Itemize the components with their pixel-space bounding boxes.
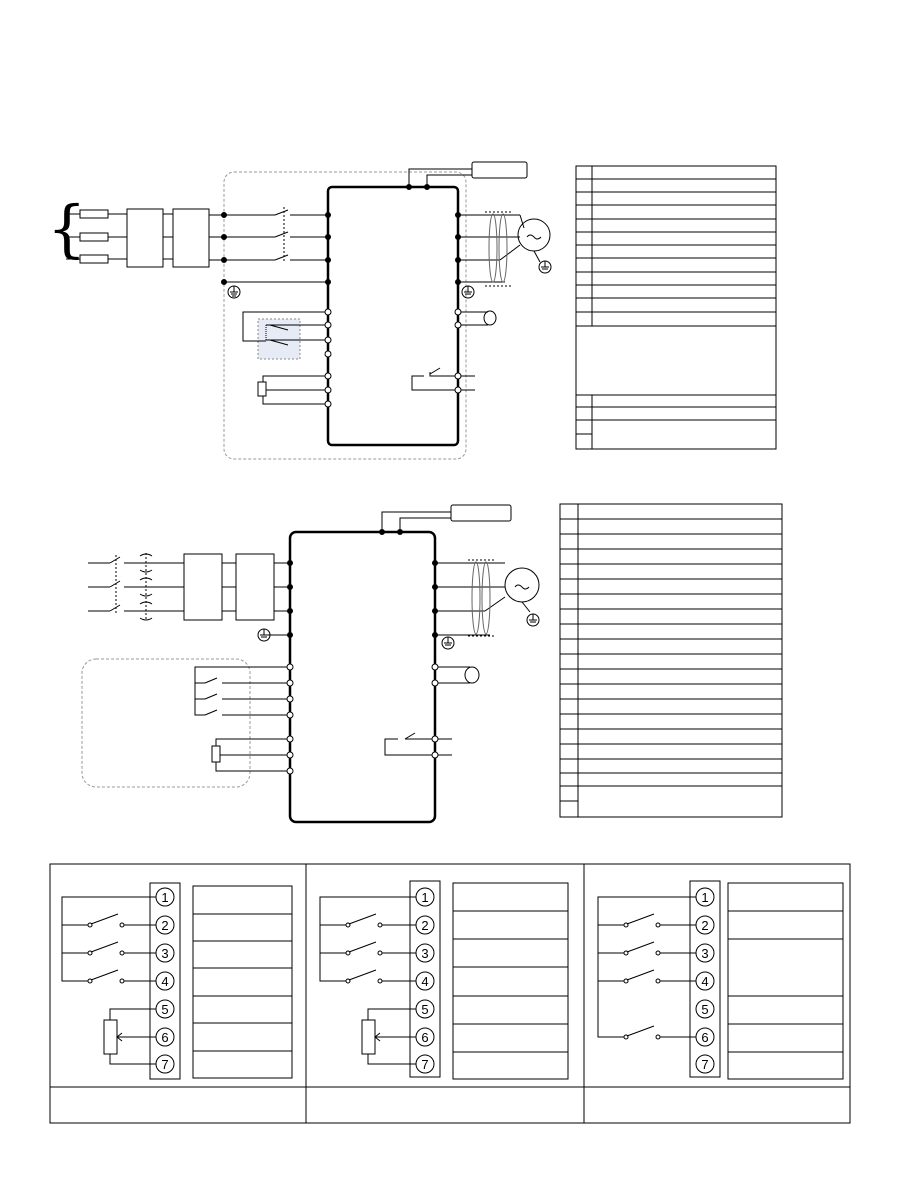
- top-ground-symbol-left: [227, 285, 241, 299]
- middle-drive-body: [288, 530, 437, 824]
- panel-3-terminal-2: 2: [701, 918, 708, 933]
- top-right-output-loop: [454, 308, 497, 329]
- top-motor-output: [455, 211, 552, 299]
- top-ground-symbol-drive: [461, 285, 475, 299]
- bottom-panel-1: [61, 882, 293, 1080]
- top-box-2: [172, 208, 210, 268]
- bottom-panel-2-numbers: 1 2 3 4 5 6 7: [421, 890, 428, 1072]
- middle-legend-table: [559, 503, 783, 818]
- top-motor-icon: [517, 218, 551, 252]
- panel-2-terminal-3: 3: [421, 946, 428, 961]
- bottom-panel-3: [597, 880, 844, 1080]
- bottom-panel-2: [319, 880, 569, 1080]
- middle-ground-symbol-left: [257, 628, 271, 642]
- panel-1-terminal-7: 7: [161, 1057, 168, 1072]
- panel-3-terminal-1: 1: [701, 890, 708, 905]
- panel-1-terminal-4: 4: [161, 974, 168, 989]
- middle-input-breakers: [88, 553, 184, 621]
- middle-ground-symbol-drive: [441, 636, 455, 650]
- middle-control-switches: [194, 663, 294, 719]
- panel-2-terminal-4: 4: [421, 974, 428, 989]
- panel-2-terminal-1: 1: [421, 890, 428, 905]
- top-drive-body: [326, 185, 460, 447]
- top-enclosure-dashed: [223, 171, 467, 460]
- top-relay-output: [411, 367, 475, 394]
- middle-option-box: [450, 504, 512, 522]
- top-potentiometer: [257, 372, 332, 408]
- panel-2-terminal-7: 7: [421, 1057, 428, 1072]
- top-legend-table: [575, 165, 777, 450]
- panel-1-terminal-2: 2: [161, 918, 168, 933]
- panel-2-terminal-2: 2: [421, 918, 428, 933]
- top-ground-symbol-motor: [538, 260, 552, 274]
- middle-box-2: [235, 553, 275, 621]
- middle-ground-symbol-motor: [526, 613, 540, 627]
- panel-3-terminal-3: 3: [701, 946, 708, 961]
- panel-1-terminal-3: 3: [161, 946, 168, 961]
- middle-control-enclosure: [81, 658, 251, 788]
- top-wiring-diagram: {: [47, 161, 552, 460]
- bottom-panel-1-numbers: 1 2 3 4 5 6 7: [161, 890, 168, 1072]
- bottom-panels-frame: [49, 863, 851, 1124]
- top-control-inputs: [242, 308, 332, 360]
- middle-relay-output: [384, 732, 452, 759]
- panel-1-terminal-1: 1: [161, 890, 168, 905]
- bottom-panel-3-numbers: 1 2 3 4 5 6 7: [701, 890, 708, 1072]
- middle-potentiometer: [211, 735, 294, 775]
- middle-motor-output: [432, 559, 540, 650]
- panel-2-terminal-5: 5: [421, 1002, 428, 1017]
- top-fuses: [66, 209, 127, 264]
- middle-box-1: [183, 553, 223, 621]
- panel-3-terminal-7: 7: [701, 1057, 708, 1072]
- panel-3-terminal-5: 5: [701, 1002, 708, 1017]
- top-mains-contactor: [209, 207, 331, 263]
- top-supply-brace: {: [47, 192, 86, 265]
- panel-1-terminal-6: 6: [161, 1030, 168, 1045]
- middle-right-output-loop: [431, 663, 480, 687]
- middle-motor-icon: [504, 567, 540, 603]
- middle-wiring-diagram: [81, 504, 540, 824]
- panel-1-terminal-5: 5: [161, 1002, 168, 1017]
- panel-2-terminal-6: 6: [421, 1030, 428, 1045]
- top-option-box: [471, 161, 528, 179]
- top-box-1: [126, 208, 164, 268]
- panel-3-terminal-6: 6: [701, 1030, 708, 1045]
- panel-3-terminal-4: 4: [701, 974, 708, 989]
